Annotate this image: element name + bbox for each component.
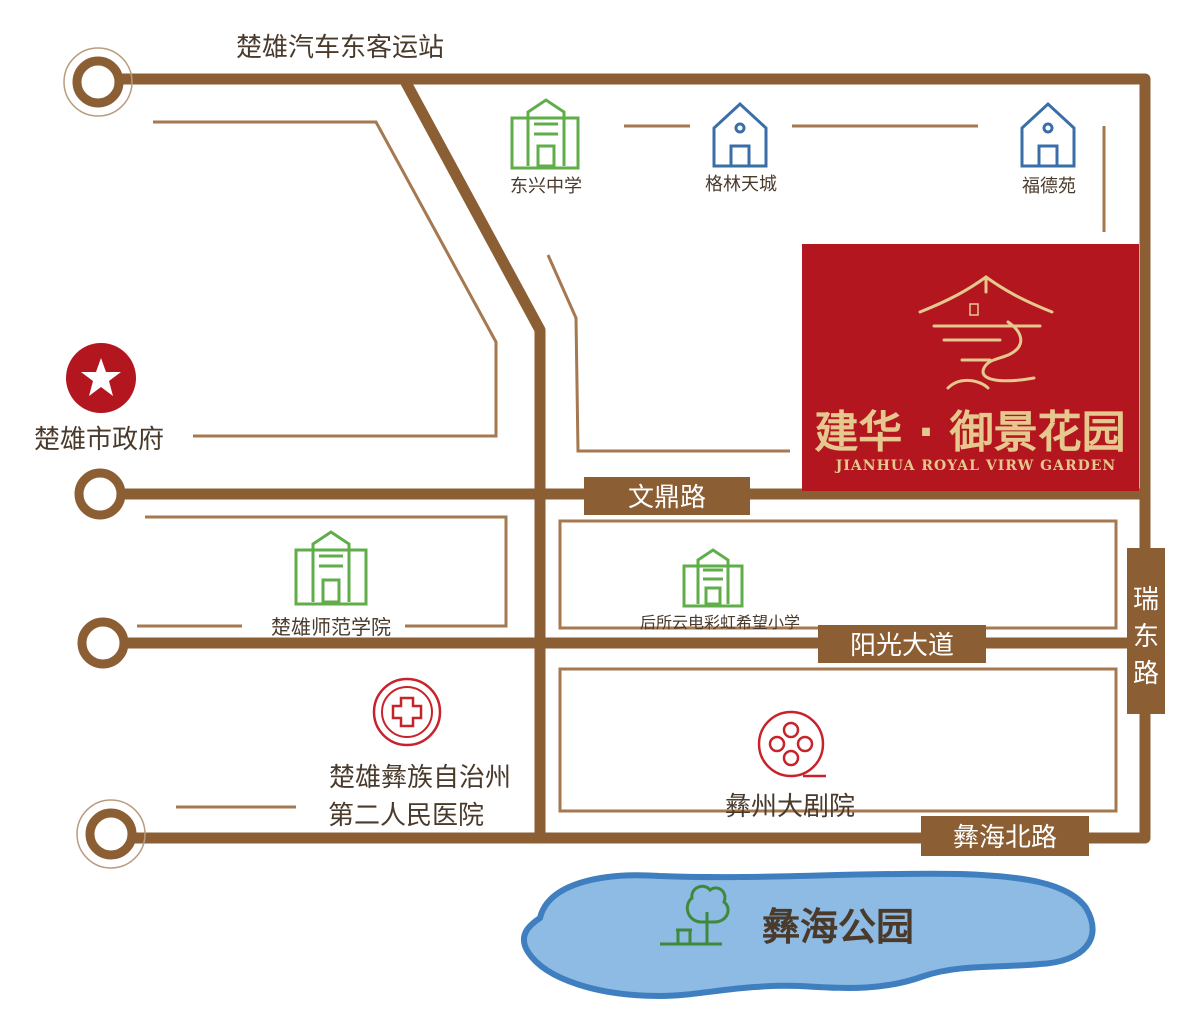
project-block: 建华 · 御景花园 JIANHUA ROYAL VIRW GARDEN [802,244,1139,491]
road-label-yihai-north: 彝海北路 [921,816,1089,856]
ring-endpoint-icon [74,468,126,520]
poi-fude-yuan: 福德苑 [1020,101,1076,197]
poi-park: 彝海公园 [660,884,914,949]
poi-hospital: 楚雄彝族自治州 第二人民医院 [328,677,511,831]
poi-city-government: 楚雄市政府 [34,343,164,455]
poi-park-label: 彝海公园 [762,905,914,949]
house-icon [712,101,768,168]
school-building-icon [294,530,368,606]
lake-area [520,870,1096,1000]
road-name-yihai-north: 彝海北路 [953,823,1057,853]
thin-roads [137,120,1118,813]
ring-endpoint-icon [77,617,129,669]
poi-theater: 彝州大剧院 [725,710,855,822]
pavilion-roof-logo [918,275,1054,390]
poi-theater-label: 彝州大剧院 [725,792,855,822]
poi-bus-station-label: 楚雄汽车东客运站 [236,33,444,63]
school-building-icon [682,548,744,608]
road-name-ruidong-1: 瑞 [1133,585,1159,615]
film-reel-icon [757,710,826,778]
road-name-ruidong-2: 东 [1133,622,1159,652]
ring-endpoint-icon [63,47,133,117]
hospital-cross-icon [372,677,442,747]
poi-dongxing-school: 东兴中学 [510,98,582,197]
main-roads [122,73,1151,844]
poi-normal-university-label: 楚雄师范学院 [271,615,391,639]
poi-primary-school-label: 后所云电彩虹希望小学 [640,613,800,632]
tree-icon [660,884,730,946]
poi-primary-school: 后所云电彩虹希望小学 [640,548,800,632]
road-name-yangguang: 阳光大道 [850,631,954,661]
poi-city-government-label: 楚雄市政府 [34,425,164,455]
ring-endpoint-icon [76,799,146,869]
road-label-ruidong: 瑞 东 路 [1127,548,1165,714]
poi-gelin-tiancheng: 格林天城 [705,101,777,195]
road-label-wending: 文鼎路 [584,477,750,515]
road-name-ruidong-3: 路 [1133,659,1159,689]
poi-gelin-tiancheng-label: 格林天城 [705,174,777,195]
road-name-wending: 文鼎路 [628,483,706,513]
poi-fude-yuan-label: 福德苑 [1022,176,1076,197]
poi-hospital-label-line1: 楚雄彝族自治州 [329,763,511,793]
project-name-en: JIANHUA ROYAL VIRW GARDEN [834,458,1116,474]
poi-hospital-label-line2: 第二人民医院 [328,801,484,831]
school-building-icon [510,98,580,170]
poi-dongxing-school-label: 东兴中学 [510,176,582,197]
project-name-cn: 建华 · 御景花园 [814,407,1125,458]
road-label-yangguang: 阳光大道 [818,625,986,663]
road-terminals [63,47,146,869]
poi-normal-university: 楚雄师范学院 [271,530,391,639]
star-icon [66,343,136,413]
house-icon [1020,101,1076,168]
